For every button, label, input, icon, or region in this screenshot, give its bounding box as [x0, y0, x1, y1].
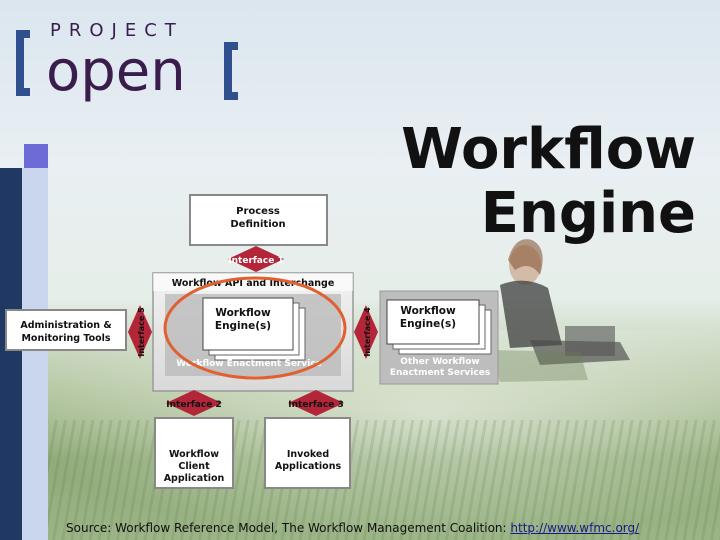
interface-4-label: Interface 4 — [363, 307, 372, 357]
source-link[interactable]: http://www.wfmc.org/ — [510, 521, 640, 535]
source-text: Source: Workflow Reference Model, The Wo… — [66, 521, 511, 535]
page-title-line1: Workflow — [401, 117, 696, 182]
interface-2-label: Interface 2 — [166, 400, 221, 410]
project-open-logo: PROJECT open — [16, 20, 238, 104]
enactment-service-label: Workflow Enactment Service — [176, 359, 322, 369]
process-definition-line2: Definition — [230, 219, 285, 230]
admin-monitoring-box — [5, 309, 127, 351]
interface-2-diamond — [166, 390, 222, 416]
other-engine-line2: Engine(s) — [400, 318, 456, 330]
accent-bar-dark — [0, 168, 22, 540]
interface-5-diamond — [128, 305, 152, 359]
background-haze — [0, 330, 720, 540]
invoked-apps-line1: Invoked — [287, 449, 329, 460]
process-definition-line1: Process — [236, 206, 280, 217]
accent-square — [24, 144, 48, 168]
interface-5-label: Interface 5 — [137, 307, 146, 357]
admin-tools-line2: Monitoring Tools — [21, 333, 110, 344]
accent-bar-light — [22, 168, 48, 540]
client-application-box — [154, 417, 234, 489]
page-title-line2: Engine — [480, 181, 696, 246]
interface-1-diamond — [228, 246, 284, 272]
interface-1-label: Interface 1 — [228, 256, 283, 266]
logo-open-text: open — [46, 39, 186, 104]
interface-4-diamond — [354, 305, 378, 359]
page-title: Workflow Engine — [340, 118, 696, 246]
logo-right-bracket — [224, 42, 238, 100]
engine-card-front — [202, 297, 294, 351]
client-app-line3: Application — [164, 473, 225, 484]
engine-main-line1: Workflow — [215, 307, 271, 319]
workflow-reference-model-diagram: Process Definition Interface 1 Workflow … — [5, 194, 499, 489]
source-citation: Source: Workflow Reference Model, The Wo… — [66, 521, 716, 535]
other-engine-card-front — [386, 299, 480, 345]
person-with-laptop — [490, 239, 630, 382]
logo-left-bracket — [16, 30, 30, 96]
api-band-label: Workflow API and Interchange — [172, 278, 335, 289]
logo-project-text: PROJECT — [50, 20, 184, 41]
other-services-line2: Enactment Services — [390, 368, 490, 378]
invoked-applications-box — [264, 417, 351, 489]
interface-3-label: Interface 3 — [288, 400, 343, 410]
background-grass — [0, 420, 720, 540]
admin-tools-line1: Administration & — [20, 320, 111, 331]
engine-main-line2: Engine(s) — [215, 320, 271, 332]
interface-3-diamond — [288, 390, 344, 416]
client-app-line2: Client — [178, 461, 210, 472]
invoked-apps-line2: Applications — [275, 461, 342, 472]
highlight-ring — [163, 276, 347, 380]
client-app-line1: Workflow — [169, 449, 219, 460]
process-definition-box — [189, 194, 328, 246]
other-services-line1: Other Workflow — [400, 357, 479, 367]
other-engine-line1: Workflow — [400, 305, 456, 317]
